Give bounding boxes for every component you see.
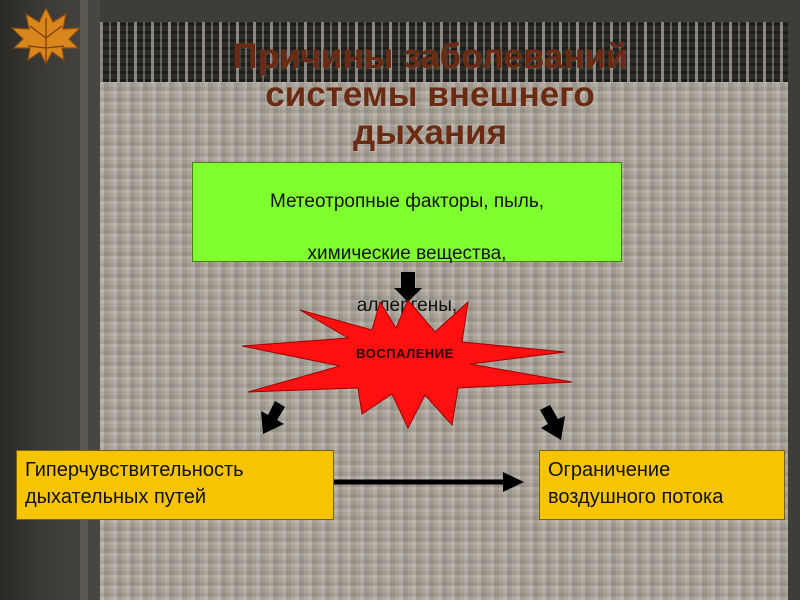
autumn-leaf-icon [10,6,82,66]
down-arrow-icon [394,272,422,302]
causes-line: Метеотропные факторы, пыль, [269,191,545,212]
top-decorative-band [100,0,800,22]
slide-title: Причины заболеваний системы внешнего дых… [232,37,628,152]
inflammation-label: ВОСПАЛЕНИЕ [356,346,454,361]
inflammation-burst [241,299,573,430]
right-arrow-icon [503,472,524,492]
causes-box: Метеотропные факторы, пыль, химические в… [192,162,622,368]
diagonal-arrow-left-icon [261,401,285,434]
airway-hypersensitivity-box: Гиперчувствительность дыхательных путей [16,450,334,520]
dark-texture-strip [100,22,788,82]
left-band-stripe [80,0,88,600]
airflow-limitation-box: Ограничение воздушного потока [539,450,785,520]
causes-line: химические вещества, [307,243,507,264]
diagonal-arrow-right-icon [540,405,565,440]
right-decorative-band [788,0,800,600]
